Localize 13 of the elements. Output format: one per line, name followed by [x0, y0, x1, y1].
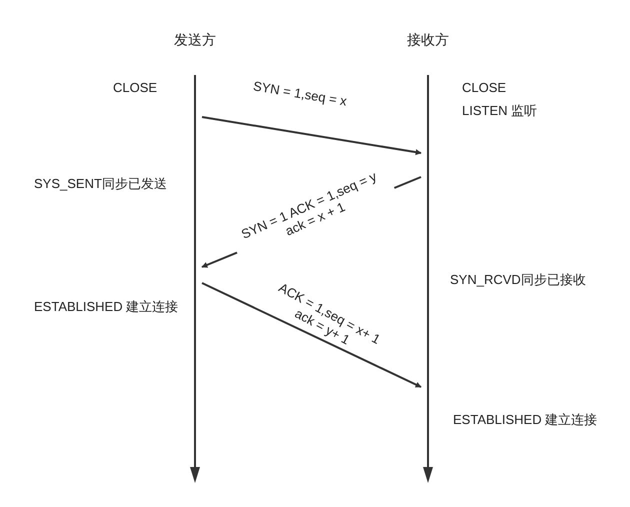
lifeline-arrow — [421, 75, 435, 483]
participant-label: 接收方 — [407, 30, 449, 50]
state-label: SYS_SENT同步已发送 — [34, 175, 167, 193]
state-label: LISTEN 监听 — [462, 102, 538, 120]
state-label: SYN_RCVD同步已接收 — [450, 271, 586, 289]
message-arrow — [202, 116, 422, 156]
lifeline-arrow — [188, 75, 202, 483]
state-label: ESTABLISHED 建立连接 — [453, 411, 598, 429]
participant-label: 发送方 — [174, 30, 216, 50]
state-label: CLOSE — [113, 79, 158, 97]
state-label: CLOSE — [462, 79, 506, 97]
state-label: ESTABLISHED 建立连接 — [34, 298, 178, 316]
message-arrow — [202, 282, 422, 388]
